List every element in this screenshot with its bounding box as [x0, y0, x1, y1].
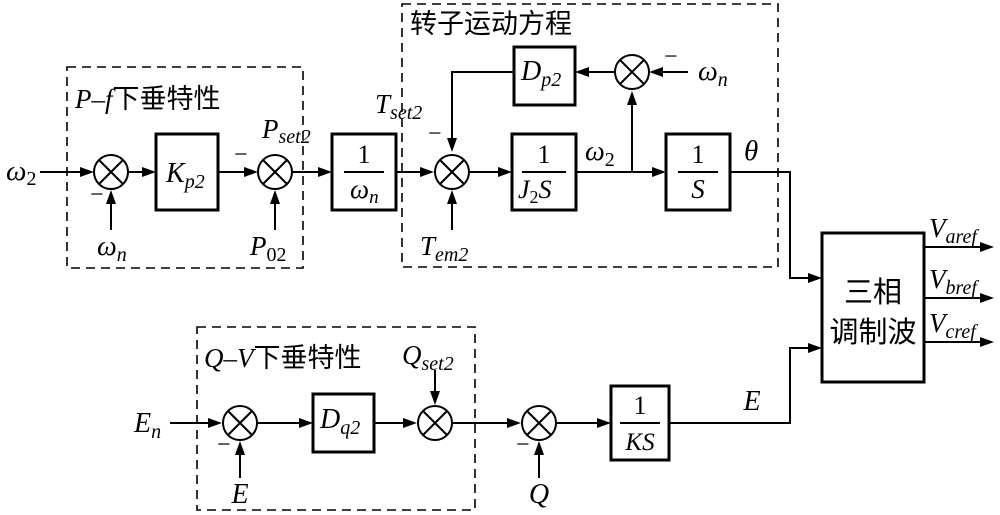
block-inverse-s: 1 S — [664, 132, 732, 212]
label-e-feedback: E — [230, 479, 248, 510]
svg-text:Kp2: Kp2 — [165, 158, 205, 193]
label-e-n: En — [133, 408, 161, 443]
sum-junction-4 — [222, 405, 258, 441]
rotor-group-title: 转子运动方程 — [410, 9, 572, 40]
svg-text:ωn: ωn — [350, 174, 379, 208]
svg-text:S: S — [691, 174, 705, 204]
label-omega-n-2: ωn — [698, 56, 728, 91]
block-inverse-omega-n: 1 ωn — [330, 132, 398, 212]
svg-text:Dq2: Dq2 — [319, 404, 360, 439]
label-q: Q — [529, 479, 549, 510]
svg-text:Dp2: Dp2 — [520, 56, 561, 91]
sum-junction-5 — [417, 405, 453, 441]
svg-text:1: 1 — [538, 140, 551, 169]
svg-text:调制波: 调制波 — [829, 315, 916, 349]
sign-minus-q: − — [516, 432, 530, 458]
label-p-set2: Pset2 — [261, 114, 311, 148]
sum-junction-1 — [93, 154, 129, 190]
label-t-set2: Tset2 — [375, 89, 422, 124]
label-theta: θ — [744, 135, 758, 167]
label-p02: P02 — [249, 231, 287, 266]
block-dp2: Dp2 — [512, 45, 577, 107]
qv-group-title: Q–V下垂特性 — [204, 343, 362, 374]
label-omega-n-1: ωn — [97, 231, 127, 266]
sign-bar-p: − — [234, 142, 248, 168]
block-kp2: Kp2 — [154, 132, 220, 212]
svg-text:1: 1 — [634, 391, 647, 420]
block-dq2: Dq2 — [311, 392, 376, 454]
pf-droop-group — [66, 66, 304, 269]
svg-text:1: 1 — [692, 140, 705, 169]
svg-text:三相: 三相 — [844, 275, 902, 309]
sum-junction-6 — [521, 405, 557, 441]
svg-text:KS: KS — [624, 429, 655, 456]
sign-minus-e: − — [217, 432, 231, 458]
pf-group-title: P–f下垂特性 — [74, 84, 221, 115]
qv-droop-group — [196, 326, 476, 511]
sum-junction-3 — [434, 154, 470, 190]
label-v-cref: Vcref — [929, 308, 978, 343]
sign-minus-1: − — [90, 182, 104, 208]
sum-junction-2 — [257, 154, 293, 190]
svg-text:J2S: J2S — [518, 175, 552, 207]
label-v-bref: Vbref — [929, 264, 979, 299]
sign-minus-t: − — [428, 121, 442, 147]
rotor-equation-group — [401, 3, 779, 268]
label-omega2-input: ω2 — [6, 155, 36, 190]
label-omega2-mid: ω2 — [585, 136, 615, 171]
svg-text:1: 1 — [358, 140, 371, 169]
block-inverse-ks: 1 KS — [609, 384, 671, 462]
label-t-em2: Tem2 — [420, 231, 468, 266]
sign-bar-omega-n: − — [664, 44, 678, 70]
block-three-phase-modulator: 三相 调制波 — [820, 231, 926, 384]
block-inverse-j2s: 1 J2S — [510, 132, 578, 212]
label-q-set2: Qset2 — [402, 340, 454, 375]
sum-junction-feedback — [614, 54, 650, 90]
label-e-output: E — [742, 386, 760, 417]
label-v-aref: Varef — [929, 213, 979, 248]
